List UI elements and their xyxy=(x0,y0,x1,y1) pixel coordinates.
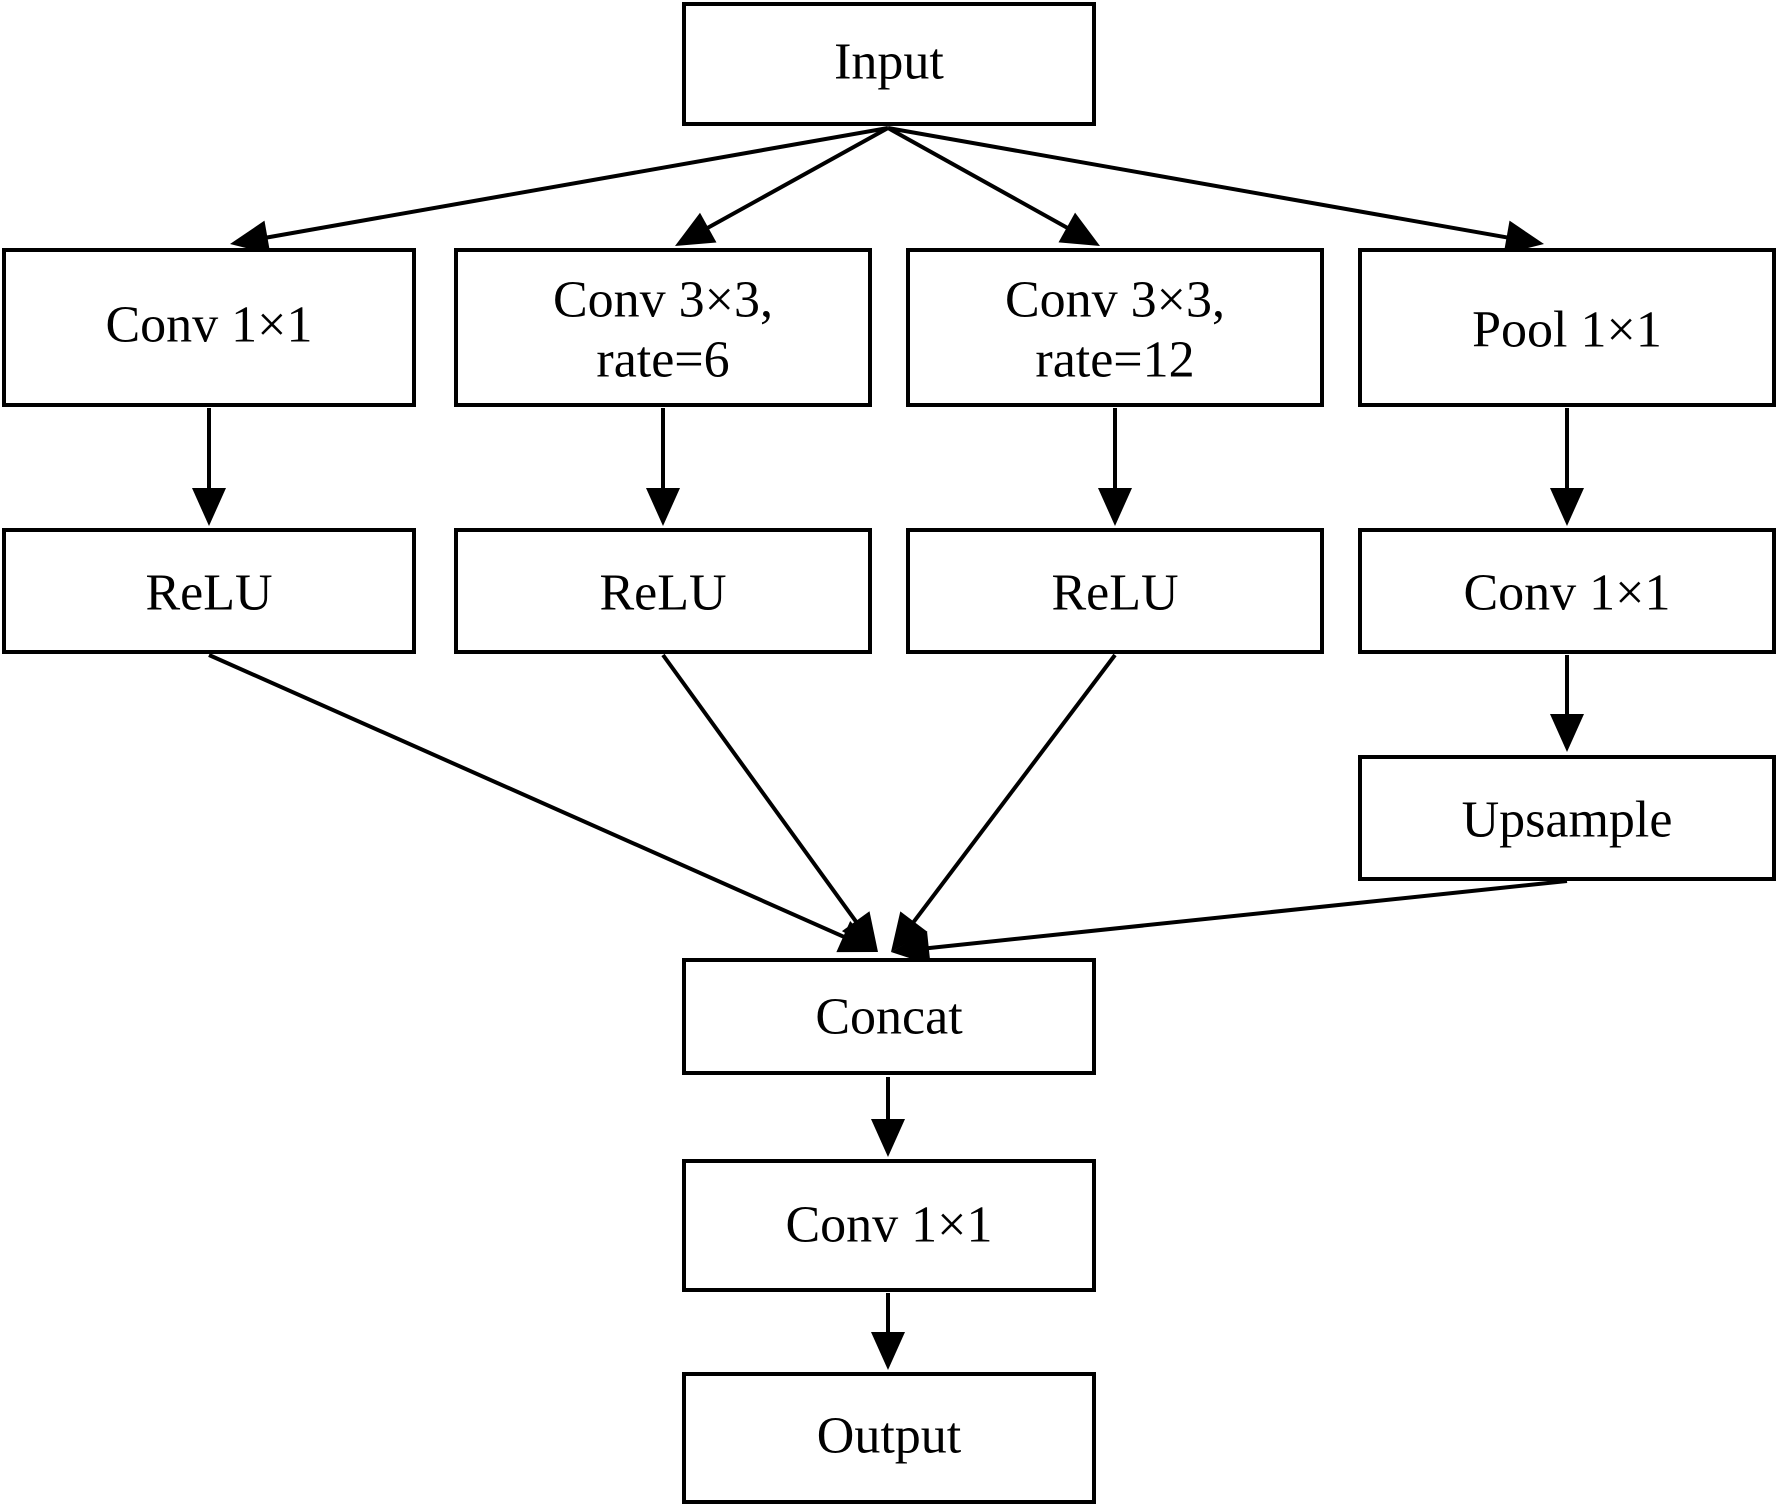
node-label: ReLU xyxy=(1051,565,1178,622)
edge-arrow xyxy=(192,408,226,526)
node-conv3x3-r6: Conv 3×3,rate=6 xyxy=(454,248,872,407)
arrowhead-icon xyxy=(1550,714,1584,752)
node-label: Upsample xyxy=(1462,792,1673,849)
edge-line xyxy=(909,653,1117,927)
edge-arrow xyxy=(208,653,878,953)
arrowhead-icon xyxy=(1550,488,1584,526)
arrowhead-icon xyxy=(1098,488,1132,526)
node-concat: Concat xyxy=(682,958,1096,1075)
edge-line xyxy=(924,879,1568,951)
node-label: rate=12 xyxy=(1035,332,1194,389)
node-label: Output xyxy=(817,1408,962,1465)
arrowhead-icon xyxy=(192,488,226,526)
node-label: ReLU xyxy=(145,565,272,622)
edge-line xyxy=(263,126,889,241)
edge-arrow xyxy=(1550,408,1584,526)
arrowhead-icon xyxy=(230,220,271,255)
node-box xyxy=(2,248,416,407)
node-input: Input xyxy=(682,2,1096,126)
node-box xyxy=(906,248,1324,407)
edge-arrow xyxy=(675,126,889,246)
node-relu-b: ReLU xyxy=(454,528,872,654)
node-label: Conv 1×1 xyxy=(105,297,312,354)
node-box xyxy=(682,2,1096,126)
node-box xyxy=(1358,755,1776,881)
edge-arrow xyxy=(887,126,1544,255)
arrowhead-icon xyxy=(891,931,931,965)
edge-arrow xyxy=(1098,408,1132,526)
node-relu-a: ReLU xyxy=(2,528,416,654)
node-relu-c: ReLU xyxy=(906,528,1324,654)
node-pool1x1: Pool 1×1 xyxy=(1358,248,1776,407)
edge-arrow xyxy=(1550,655,1584,752)
edge-arrow xyxy=(661,653,878,952)
node-box xyxy=(906,528,1324,654)
node-box xyxy=(2,528,416,654)
node-conv1x1-d: Conv 1×1 xyxy=(1358,528,1776,654)
edge-line xyxy=(887,126,1511,241)
node-box xyxy=(682,1372,1096,1504)
edge-arrow xyxy=(230,126,889,255)
arrowhead-icon xyxy=(675,212,717,246)
node-label: Input xyxy=(834,34,944,91)
arrowhead-icon xyxy=(871,1332,905,1370)
node-upsample: Upsample xyxy=(1358,755,1776,881)
node-label: Conv 3×3, xyxy=(1005,272,1225,329)
node-box xyxy=(1358,528,1776,654)
edge-line xyxy=(661,653,860,926)
node-conv1x1-a: Conv 1×1 xyxy=(2,248,416,407)
edge-arrow xyxy=(891,653,1117,952)
node-label: Conv 1×1 xyxy=(1463,565,1670,622)
arrowhead-icon xyxy=(1503,220,1544,255)
node-box xyxy=(454,528,872,654)
node-label: Conv 3×3, xyxy=(553,272,773,329)
node-label: Pool 1×1 xyxy=(1472,302,1662,359)
edge-arrow xyxy=(887,126,1100,246)
node-output: Output xyxy=(682,1372,1096,1504)
edges-layer xyxy=(192,126,1584,1370)
node-label: ReLU xyxy=(599,565,726,622)
arrowhead-icon xyxy=(1058,212,1100,246)
edge-arrow xyxy=(646,408,680,526)
node-conv1x1-out: Conv 1×1 xyxy=(682,1159,1096,1292)
node-box xyxy=(454,248,872,407)
node-box xyxy=(682,1159,1096,1292)
edge-arrow xyxy=(891,879,1568,965)
edge-line xyxy=(887,126,1072,232)
node-label: Conv 1×1 xyxy=(785,1197,992,1254)
node-box xyxy=(682,958,1096,1075)
arrowhead-icon xyxy=(891,911,928,952)
node-label: rate=6 xyxy=(596,332,729,389)
edge-line xyxy=(703,126,889,232)
arrowhead-icon xyxy=(841,911,878,952)
node-label: Concat xyxy=(815,989,963,1046)
node-box xyxy=(1358,248,1776,407)
edge-line xyxy=(208,653,848,941)
arrowhead-icon xyxy=(646,488,680,526)
edge-arrow xyxy=(871,1077,905,1157)
arrowhead-icon xyxy=(871,1119,905,1157)
edge-arrow xyxy=(871,1293,905,1370)
node-conv3x3-r12: Conv 3×3,rate=12 xyxy=(906,248,1324,407)
